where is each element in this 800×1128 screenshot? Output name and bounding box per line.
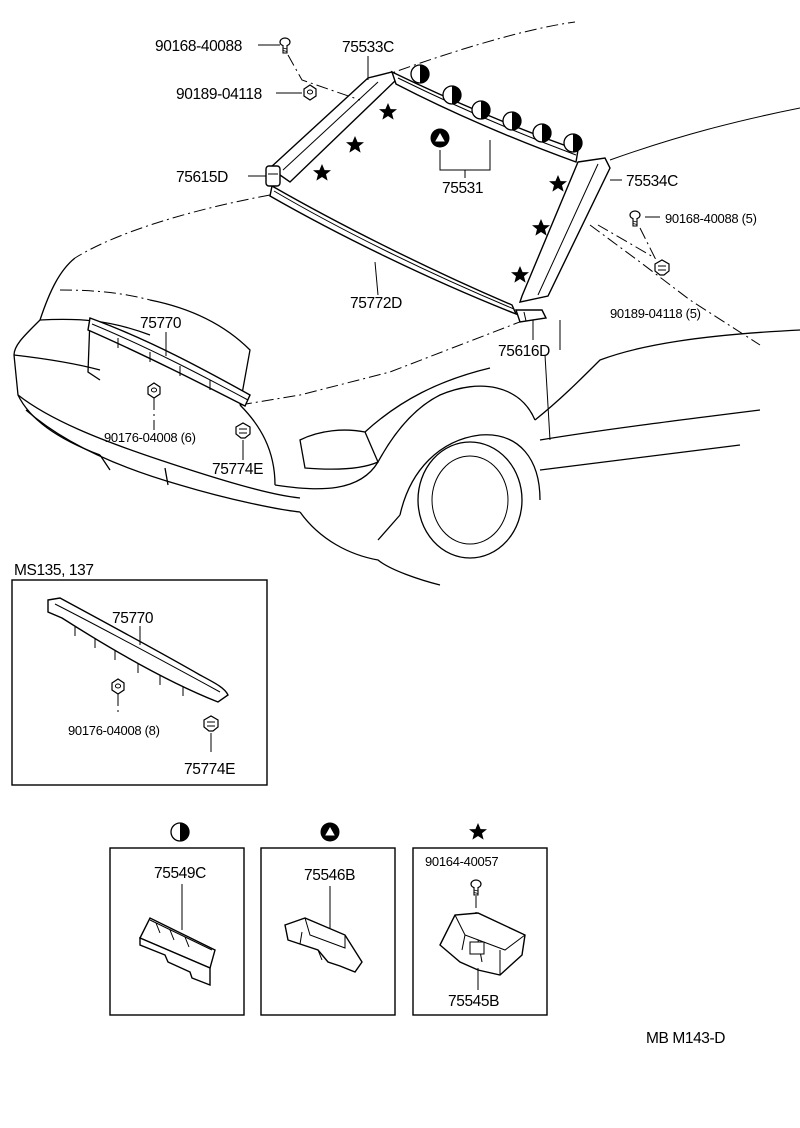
legend-label-75549C: 75549C [154, 865, 206, 882]
pillar-molding-right [518, 157, 611, 303]
star-icon [469, 823, 487, 840]
pillar-molding-left [268, 71, 397, 183]
nut-icon [303, 84, 317, 101]
bolt-icon [279, 37, 291, 54]
label-75531: 75531 [442, 180, 483, 197]
label-90168-top: 90168-40088 [155, 38, 242, 55]
clip-part-75549C [139, 917, 216, 987]
cowl-molding-inset [47, 597, 229, 703]
inset-box [11, 579, 268, 786]
label-90176-main: 90176-04008 (6) [104, 430, 196, 445]
label-75534C: 75534C [626, 173, 678, 190]
car-body-outline [13, 21, 800, 586]
corner-piece-right [515, 309, 548, 323]
corner-piece-left [265, 165, 281, 187]
nut-icon [111, 678, 125, 695]
clip-icon [235, 422, 251, 439]
legend-label-90164: 90164-40057 [425, 854, 498, 869]
label-90189-right: 90189-04118 (5) [610, 306, 701, 321]
clip-part-75545B [439, 912, 526, 976]
nut-icon [147, 382, 161, 399]
label-90189-top: 90189-04118 [176, 86, 262, 103]
legend-label-75546B: 75546B [304, 867, 355, 884]
label-75774E-main: 75774E [212, 461, 263, 478]
bolt-icon [629, 210, 641, 227]
label-75616D: 75616D [498, 343, 550, 360]
windshield-lower-molding [269, 184, 518, 316]
circled-triangle-icon [320, 822, 340, 842]
clip-icon [654, 259, 670, 276]
label-75770-main: 75770 [140, 315, 182, 332]
inset-label-90176: 90176-04008 (8) [68, 723, 160, 738]
inset-title: MS135, 137 [14, 562, 94, 579]
legend-box-star [412, 847, 548, 1016]
label-75533C: 75533C [342, 39, 394, 56]
clip-part-75546B [284, 917, 363, 973]
half-circle-icon [170, 822, 190, 842]
bolt-icon [470, 879, 482, 896]
legend-label-75545B: 75545B [448, 993, 499, 1010]
label-75615D: 75615D [176, 169, 228, 186]
inset-label-75774E: 75774E [184, 761, 235, 778]
inset-label-75770: 75770 [112, 610, 154, 627]
diagram-code: MB M143-D [646, 1030, 725, 1047]
legend-box-half-circle [109, 847, 245, 1016]
legend-box-triangle [260, 847, 396, 1016]
clip-icon [203, 715, 219, 732]
label-75772D: 75772D [350, 295, 402, 312]
circled-triangle-icon [430, 128, 450, 148]
cowl-molding-main [87, 317, 251, 407]
label-90168-right: 90168-40088 (5) [665, 211, 757, 226]
